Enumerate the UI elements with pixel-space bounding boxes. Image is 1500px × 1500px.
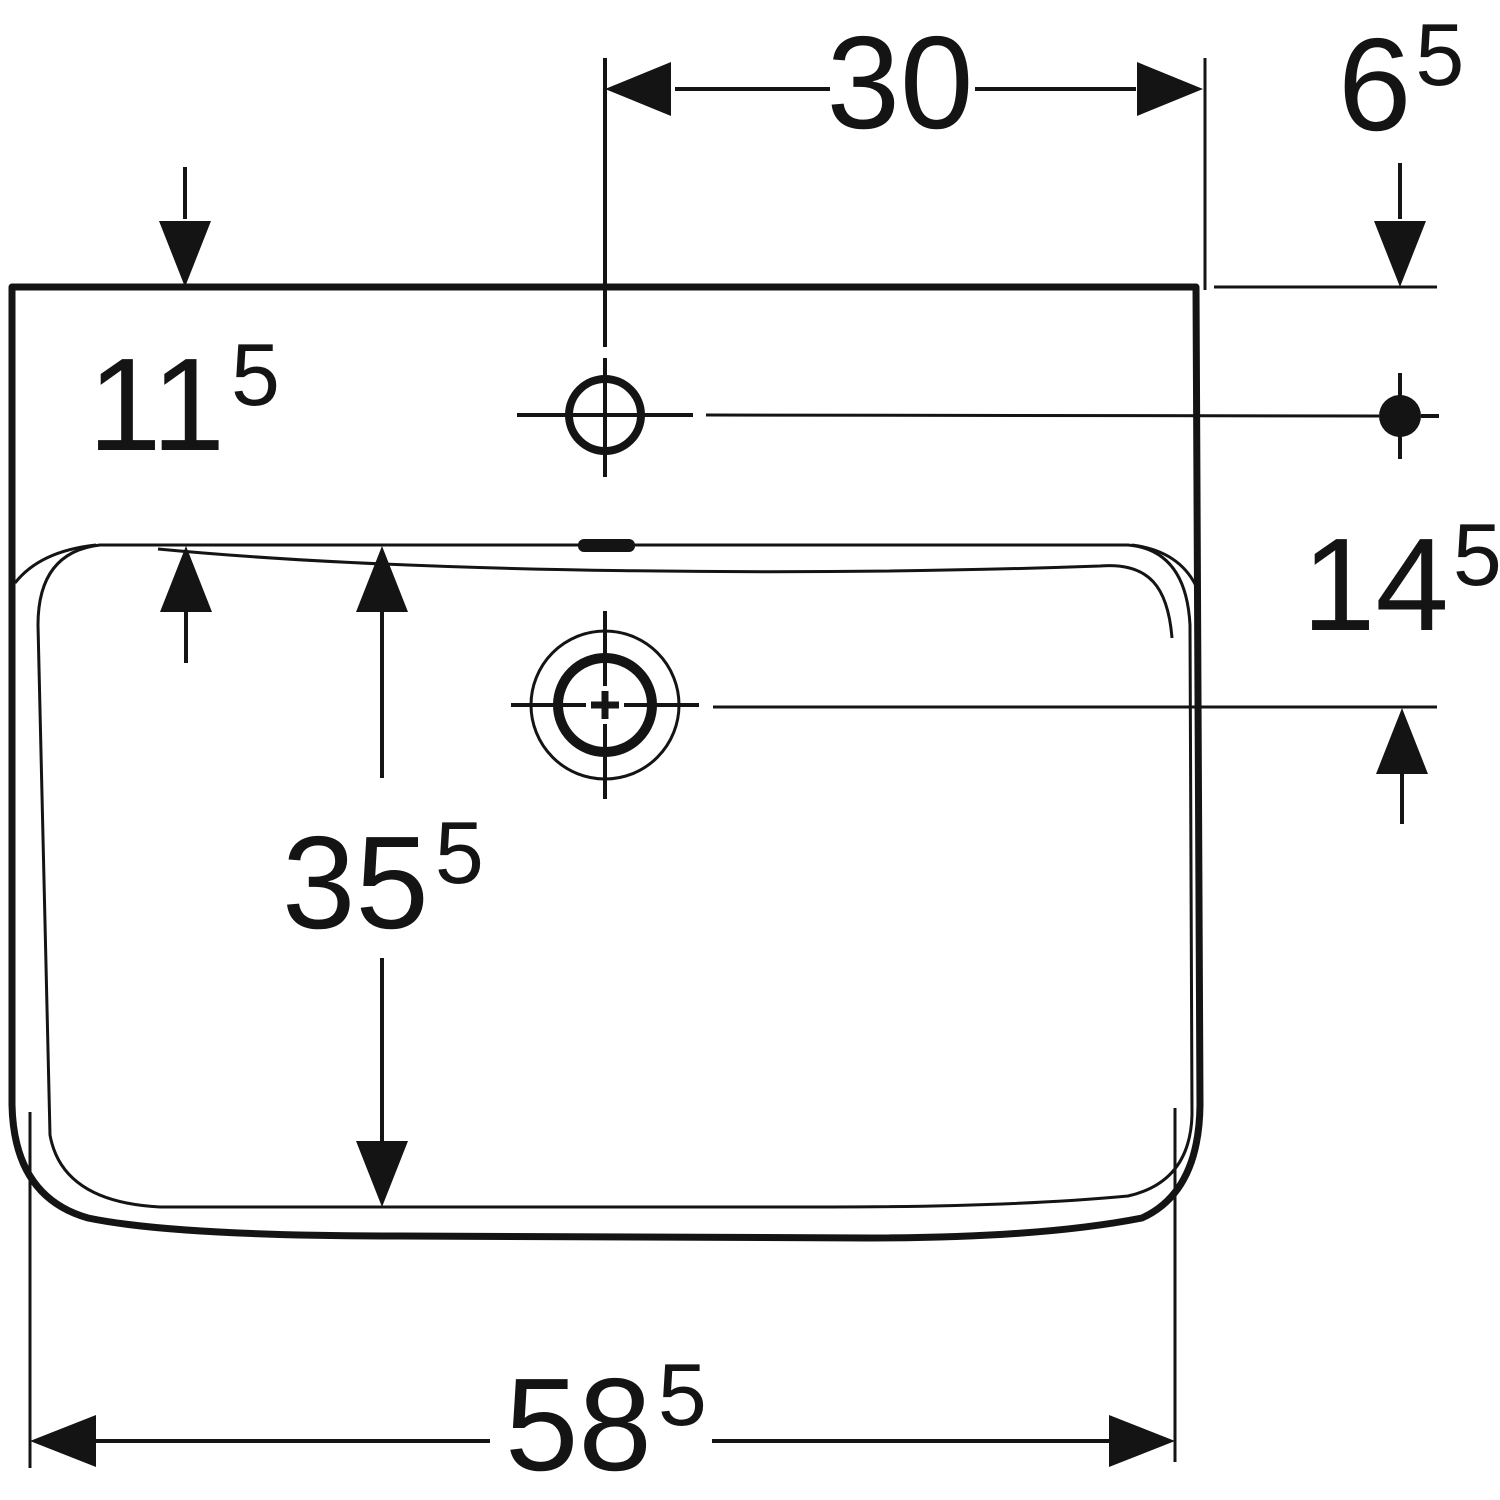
dim-30-label: 30 xyxy=(827,9,974,156)
dim-6-5-label: 65 xyxy=(1338,5,1464,158)
dim-58-5-arrow-left xyxy=(30,1415,96,1467)
dim-14-5-label: 145 xyxy=(1302,505,1500,658)
dim-58-5-label: 585 xyxy=(505,1345,707,1498)
dim-30-arrow-left xyxy=(605,62,671,116)
dim-58-5-label-main: 58 xyxy=(505,1351,652,1498)
dim-35-5-label-sup: 5 xyxy=(435,803,484,902)
dim-14-5-arrow-up xyxy=(1376,708,1428,774)
outer-shell-outline xyxy=(8,283,1204,1242)
tap-hole-circle xyxy=(565,375,645,455)
dim-11-5-arrow-down xyxy=(159,221,211,287)
dim-30-arrow-right xyxy=(1137,62,1203,116)
dim-14-5-label-main: 14 xyxy=(1302,511,1449,658)
dim-35-5-label-main: 35 xyxy=(282,809,429,956)
dim-11-5-label: 115 xyxy=(88,325,280,478)
tap-axis-connector-line xyxy=(705,413,1380,418)
rim-inner-edge-line xyxy=(157,547,1174,639)
dim-11-5-label-sup: 5 xyxy=(231,325,280,424)
dim-14-5-label-sup: 5 xyxy=(1453,505,1500,604)
dim-11-5-label-main: 11 xyxy=(88,331,225,478)
rim-corner-curve-left xyxy=(13,543,97,584)
dim-30-label-main: 30 xyxy=(827,9,974,156)
dim-6-5-arrow-down xyxy=(1374,221,1426,287)
bowl-outline xyxy=(36,543,1194,1209)
dim-35-5-arrow-down xyxy=(356,1141,408,1207)
rim-corner-curve-right xyxy=(1131,543,1199,589)
dim-58-5-arrow-right xyxy=(1109,1415,1175,1467)
dim-35-5-label: 355 xyxy=(282,803,484,956)
dim-6-5-label-main: 6 xyxy=(1338,11,1411,158)
dim-11-5-arrow-up xyxy=(160,546,212,612)
overflow-slot xyxy=(578,539,635,552)
dim-6-5-label-sup: 5 xyxy=(1415,5,1464,104)
dim-35-5-arrow-up xyxy=(356,546,408,612)
dim-58-5-label-sup: 5 xyxy=(658,1345,707,1444)
